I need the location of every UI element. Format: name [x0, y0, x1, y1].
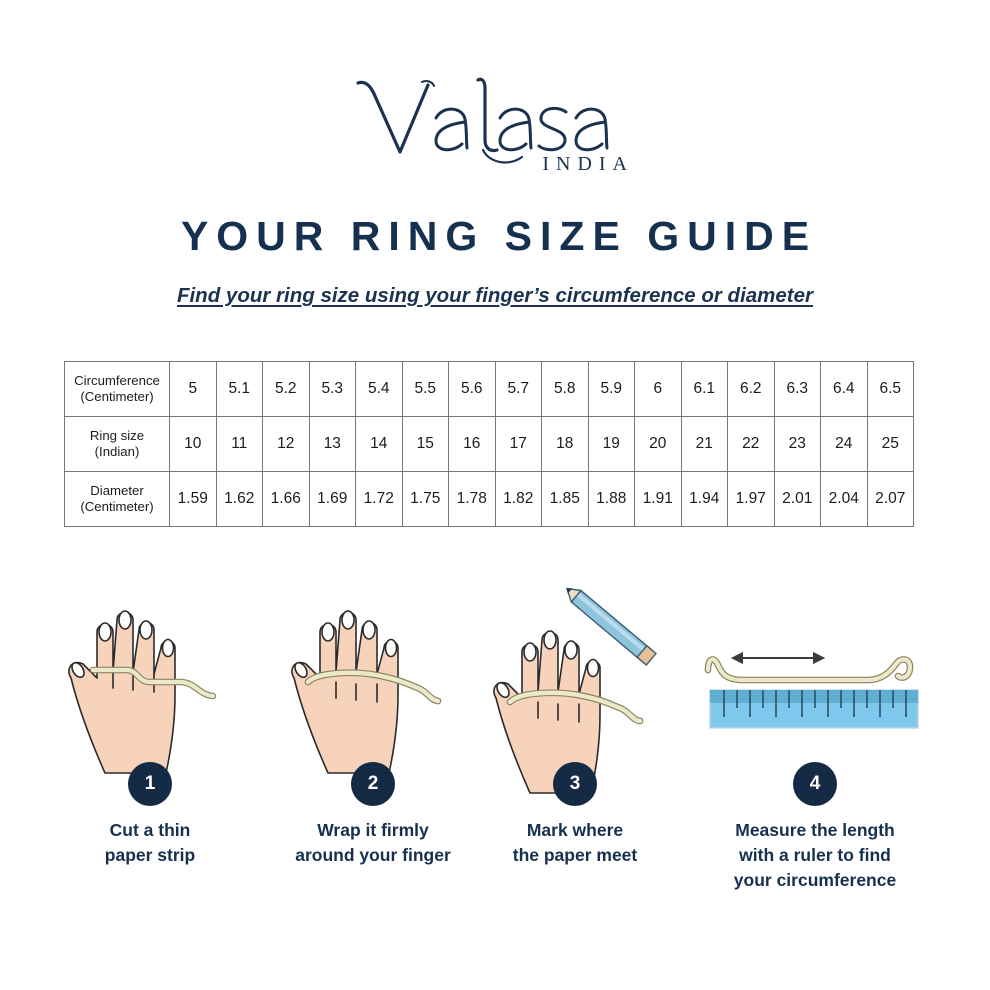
- step-1: 1 Cut a thin paper strip: [35, 560, 265, 868]
- measure-arrow-icon: [730, 651, 826, 665]
- step-1-badge: 1: [128, 762, 172, 806]
- table-cell: 5.8: [541, 361, 589, 417]
- table-cell: 6.1: [680, 361, 728, 417]
- hand-with-loose-strip-icon: [68, 610, 217, 774]
- table-cell: 10: [169, 416, 217, 472]
- table-cell: 11: [215, 416, 263, 472]
- table-row-label: Circumference (Centimeter): [64, 361, 170, 417]
- table-cell: 6: [634, 361, 682, 417]
- step-2-caption: Wrap it firmly around your finger: [295, 820, 451, 865]
- step-2: 2 Wrap it firmly around your finger: [258, 560, 488, 868]
- table-cell: 6.3: [773, 361, 821, 417]
- table-cell: 20: [634, 416, 682, 472]
- table-cell: 1.91: [634, 471, 682, 527]
- table-cell: 19: [587, 416, 635, 472]
- table-cell: 24: [820, 416, 868, 472]
- strip-with-ruler-icon: [704, 651, 919, 729]
- step-4-badge: 4: [793, 762, 837, 806]
- table-cell: 17: [494, 416, 542, 472]
- step-3-caption: Mark where the paper meet: [512, 820, 638, 865]
- table-cell: 1.75: [401, 471, 449, 527]
- logo-mark: INDIA: [350, 74, 640, 175]
- step-2-badge: 2: [351, 762, 395, 806]
- hand-with-wrapped-strip-icon: [291, 610, 442, 774]
- table-cell: 18: [541, 416, 589, 472]
- table-cell: 1.85: [541, 471, 589, 527]
- table-cell: 5.5: [401, 361, 449, 417]
- hand-with-pencil-icon: [493, 587, 657, 794]
- table-cell: 6.5: [866, 361, 914, 417]
- table-cell: 1.88: [587, 471, 635, 527]
- table-cell: 22: [727, 416, 775, 472]
- table-cell: 1.94: [680, 471, 728, 527]
- step-3-badge: 3: [553, 762, 597, 806]
- table-cell: 1.62: [215, 471, 263, 527]
- page-subtitle: Find your ring size using your finger’s …: [176, 284, 814, 307]
- logo-sub-label: INDIA: [542, 153, 634, 175]
- step-1-illustration: 1: [35, 560, 265, 806]
- table-cell: 25: [866, 416, 914, 472]
- table-cell: 23: [773, 416, 821, 472]
- table-cell: 5.1: [215, 361, 263, 417]
- table-cell: 5.4: [355, 361, 403, 417]
- table-cell: 1.59: [169, 471, 217, 527]
- table-cell: 1.66: [262, 471, 310, 527]
- table-cell: 13: [308, 416, 356, 472]
- table-cell: 1.82: [494, 471, 542, 527]
- table-cell: 1.72: [355, 471, 403, 527]
- instruction-steps: 1 Cut a thin paper strip: [0, 560, 990, 960]
- step-3-illustration: 3: [460, 560, 690, 806]
- table-cell: 14: [355, 416, 403, 472]
- table-cell: 6.2: [727, 361, 775, 417]
- step-4-caption: Measure the length with a ruler to find …: [733, 820, 897, 890]
- table-row-label: Diameter (Centimeter): [64, 471, 170, 527]
- table-cell: 5: [169, 361, 217, 417]
- step-4-illustration: 4: [700, 560, 930, 806]
- ruler-icon: [709, 689, 919, 729]
- table-cell: 1.78: [448, 471, 496, 527]
- table-cell: 2.01: [773, 471, 821, 527]
- step-3: 3 Mark where the paper meet: [460, 560, 690, 868]
- pencil-icon: [565, 587, 657, 666]
- table-cell: 5.6: [448, 361, 496, 417]
- step-4: 4 Measure the length with a ruler to fin…: [700, 560, 930, 893]
- table-cell: 2.07: [866, 471, 914, 527]
- table-cell: 5.9: [587, 361, 635, 417]
- page-title: YOUR RING SIZE GUIDE: [180, 213, 818, 259]
- brand-logo: INDIA: [0, 74, 990, 179]
- table-cell: 6.4: [820, 361, 868, 417]
- table-cell: 16: [448, 416, 496, 472]
- table-cell: 1.97: [727, 471, 775, 527]
- table-cell: 5.3: [308, 361, 356, 417]
- valasa-wordmark-icon: [356, 77, 609, 164]
- step-1-caption: Cut a thin paper strip: [104, 820, 196, 865]
- table-cell: 1.69: [308, 471, 356, 527]
- step-2-illustration: 2: [258, 560, 488, 806]
- table-row-label: Ring size (Indian): [64, 416, 170, 472]
- table-cell: 2.04: [820, 471, 868, 527]
- table-cell: 5.7: [494, 361, 542, 417]
- table-cell: 15: [401, 416, 449, 472]
- table-cell: 21: [680, 416, 728, 472]
- table-cell: 5.2: [262, 361, 310, 417]
- table-cell: 12: [262, 416, 310, 472]
